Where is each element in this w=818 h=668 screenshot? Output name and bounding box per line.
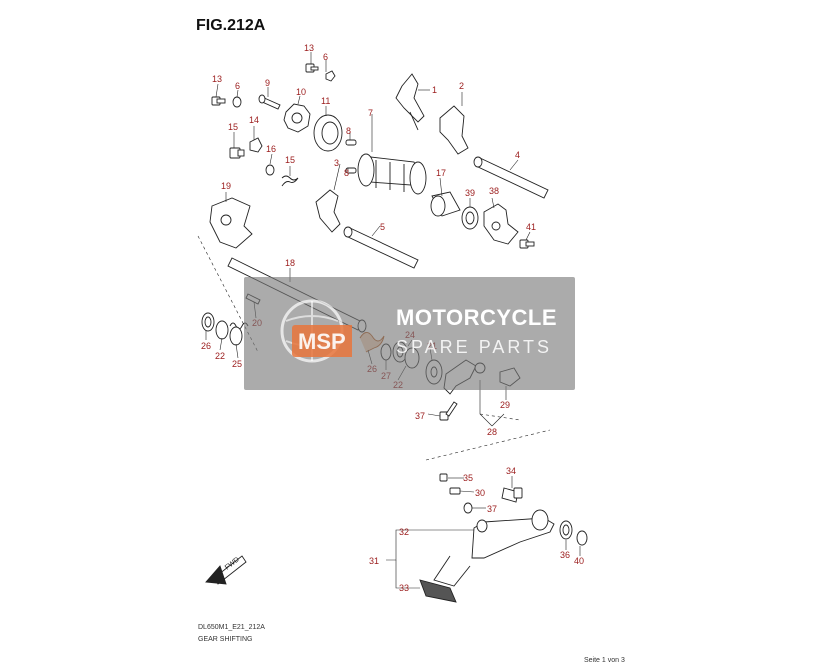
callout: 16 — [266, 144, 276, 154]
callout: 19 — [221, 181, 231, 191]
callout: 37 — [415, 411, 425, 421]
callout: 7 — [368, 108, 373, 118]
figure-code: DL650M1_E21_212A — [198, 624, 265, 631]
callout: 4 — [515, 150, 520, 160]
callout: 33 — [399, 583, 409, 593]
callout: 22 — [215, 351, 225, 361]
part-shift-fork-2 — [439, 105, 469, 155]
part-shift-drum-7 — [357, 153, 427, 195]
fwd-arrow-icon — [205, 555, 247, 585]
callout: 18 — [285, 258, 295, 268]
part-bolt-36 — [439, 401, 458, 421]
part-bolt-13-left — [211, 96, 226, 106]
callout: 9 — [265, 78, 270, 88]
figure-title: FIG.212A — [196, 17, 266, 34]
callout: 11 — [321, 96, 330, 106]
part-bolt-29 — [449, 487, 461, 495]
part-nut-34 — [439, 473, 448, 482]
callout: 13 — [304, 43, 314, 53]
part-washer-40 — [461, 206, 479, 230]
callout: 35 — [463, 473, 473, 483]
part-bolt-16 — [229, 147, 245, 159]
part-shift-fork-3 — [315, 189, 341, 233]
part-bolt-41 — [519, 239, 535, 249]
part-circlip-38 — [576, 530, 588, 546]
callout: 41 — [526, 222, 536, 232]
callout: 10 — [296, 87, 306, 97]
part-washer-35 — [559, 520, 573, 540]
part-shift-fork-1 — [395, 73, 425, 131]
callout: 36 — [560, 550, 570, 560]
callout: 8 — [344, 168, 349, 178]
callout: 2 — [459, 81, 464, 91]
part-shift-lever-30 — [433, 509, 555, 587]
callout: 17 — [436, 168, 446, 178]
part-bearing-12 — [430, 191, 461, 217]
part-washer-26-left — [201, 312, 215, 332]
callout: 8 — [346, 126, 351, 136]
part-washer-37 — [463, 502, 473, 514]
part-washer-6-left — [232, 96, 242, 108]
part-washer-17 — [265, 164, 275, 176]
part-pivot-bolt-33 — [501, 487, 523, 503]
part-shift-arm-19 — [209, 197, 253, 249]
callout: 6 — [235, 81, 240, 91]
part-stopper-6-top — [325, 70, 336, 82]
part-foot-peg-32 — [419, 579, 457, 603]
callout: 6 — [323, 52, 328, 62]
svg-text:MSP: MSP — [298, 329, 346, 354]
callout: 30 — [475, 488, 485, 498]
watermark-line-2: SPARE PARTS — [396, 337, 553, 357]
callout: 39 — [465, 188, 475, 198]
part-fork-shaft-4 — [473, 156, 549, 199]
callout: 37 — [487, 504, 497, 514]
page-number: Seite 1 von 3 — [584, 657, 625, 664]
figure-name: GEAR SHIFTING — [198, 636, 253, 643]
part-stopper-14 — [249, 137, 263, 153]
callout: 29 — [500, 400, 510, 410]
callout: 26 — [201, 341, 211, 351]
callout: 5 — [380, 222, 385, 232]
callout: 15 — [228, 122, 238, 132]
callout: 28 — [487, 427, 497, 437]
part-cam-plate-39 — [483, 203, 519, 245]
part-cam-gear-10 — [283, 103, 311, 133]
callout: 13 — [212, 74, 222, 84]
callout: 1 — [432, 85, 437, 95]
part-bearing-11 — [313, 114, 343, 152]
callout: 32 — [399, 527, 409, 537]
part-seal-22-left — [215, 320, 229, 340]
part-pin-9 — [258, 94, 281, 110]
callout: 38 — [489, 186, 499, 196]
callout: 34 — [506, 466, 516, 476]
watermark-logo-icon: MSP — [280, 299, 352, 363]
callout: 15 — [285, 155, 295, 165]
part-bolt-13-top — [305, 63, 319, 73]
watermark-line-1: MOTORCYCLE — [396, 305, 558, 330]
callout: 40 — [574, 556, 584, 566]
callout: 31 — [369, 556, 379, 566]
watermark-banner: MSP MOTORCYCLE SPARE PARTS — [244, 277, 575, 390]
leader-lines — [205, 52, 581, 589]
callout: 3 — [334, 158, 339, 168]
callout: 25 — [232, 359, 242, 369]
part-pins-8 — [345, 139, 357, 174]
callout: 14 — [249, 115, 259, 125]
part-fork-shaft-5 — [343, 226, 419, 269]
part-spring-15 — [281, 175, 299, 187]
